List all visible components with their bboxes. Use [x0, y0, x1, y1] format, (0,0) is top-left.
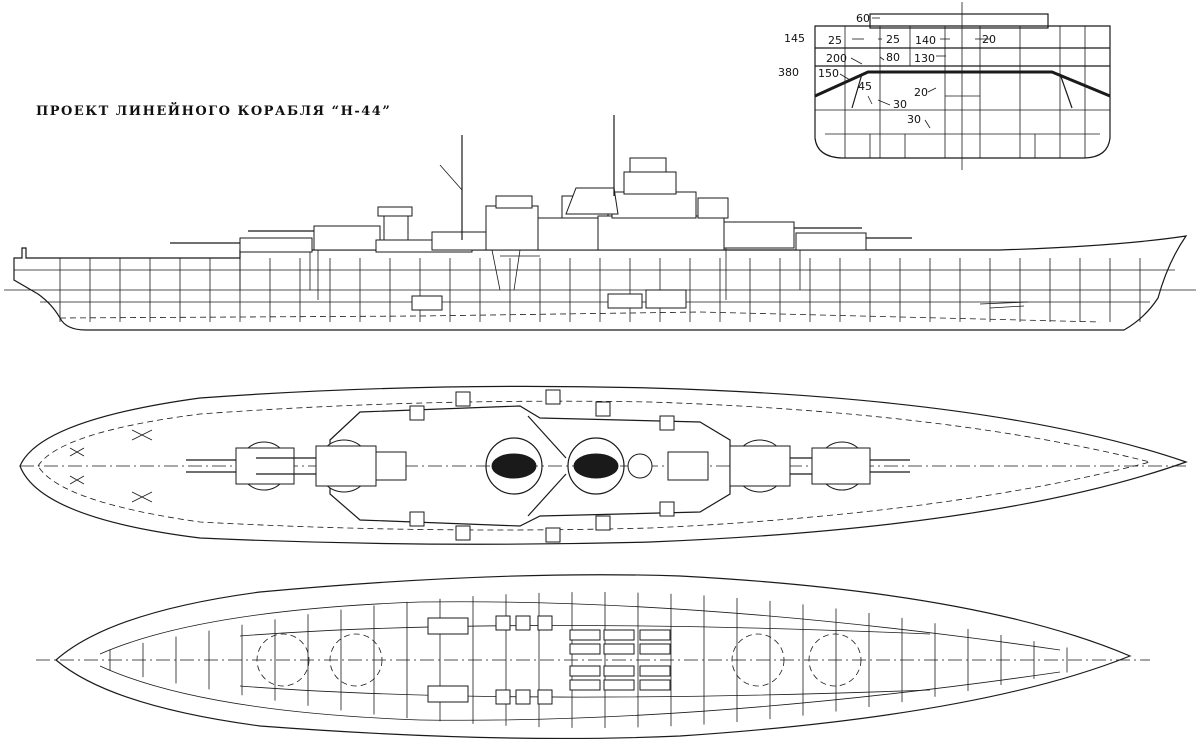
hold-barbettes — [256, 633, 862, 687]
deck-plan-secondary-guns — [409, 389, 675, 543]
dim-label: 20 — [982, 33, 996, 46]
dim-label: 20 — [914, 86, 928, 99]
dim-label: 380 — [778, 66, 799, 79]
hold-plan-hull-outline — [55, 574, 1132, 740]
midship-cross-section: 60 145 25 25 140 20 380 200 80 130 150 4… — [778, 2, 1111, 170]
dim-label: 45 — [858, 80, 872, 93]
dim-label: 30 — [893, 98, 907, 111]
deck-plan-funnel-fore — [491, 453, 537, 479]
dim-label: 25 — [828, 34, 842, 47]
section-bulkhead-left — [851, 73, 863, 109]
dim-label: 200 — [826, 52, 847, 65]
section-superstructure — [869, 13, 1049, 29]
dim-label: 80 — [886, 51, 900, 64]
deck-plan-view — [19, 385, 1188, 545]
hold-plan-view — [36, 574, 1150, 740]
hold-machinery — [427, 615, 671, 705]
drawing-title: ПРОЕКТ ЛИНЕЙНОГО КОРАБЛЯ “Н-44” — [36, 104, 392, 119]
dim-label: 150 — [818, 67, 839, 80]
profile-turret-d — [795, 232, 912, 290]
deck-plan-superstructure — [329, 405, 731, 527]
deck-plan-hull-outline — [19, 385, 1188, 545]
dim-label: 60 — [856, 12, 870, 25]
dim-label: 140 — [915, 34, 936, 47]
deck-plan-fore-bridge — [375, 451, 407, 481]
deck-plan-turret-b — [256, 439, 377, 493]
deck-plan-turret-a — [186, 441, 295, 491]
dim-label: 145 — [784, 32, 805, 45]
dim-label: 130 — [914, 52, 935, 65]
deck-plan-turret-d — [811, 441, 910, 491]
profile-turret-a — [170, 237, 313, 290]
section-frames — [844, 26, 1086, 158]
profile-frames — [59, 258, 1141, 322]
dim-leaders — [839, 17, 990, 129]
profile-turret-b — [248, 225, 381, 300]
profile-funnel — [565, 187, 619, 215]
deck-plan-funnel-aft — [573, 453, 619, 479]
dim-label: 25 — [886, 33, 900, 46]
section-armour-deck — [814, 70, 1111, 98]
profile-crane — [491, 249, 540, 291]
side-profile-view — [4, 115, 1196, 331]
profile-turret-c — [723, 221, 862, 300]
deck-plan-bow-fittings — [69, 429, 153, 503]
profile-keel-dashed — [59, 311, 1101, 323]
deck-plan-turret-c — [729, 439, 850, 493]
profile-superstructure — [375, 115, 1029, 311]
dim-label: 30 — [907, 113, 921, 126]
section-bulkhead-right — [1059, 73, 1073, 109]
deck-plan-aft-bridge — [667, 451, 709, 481]
